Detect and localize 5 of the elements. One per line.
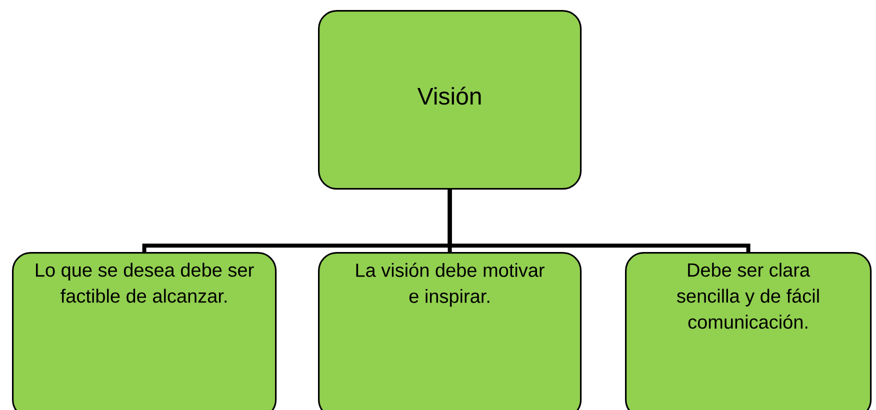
rounded-box: Lo que se desea debe ser factible de alcanzar. bbox=[12, 252, 277, 410]
rounded-box: Visión bbox=[318, 10, 582, 190]
rounded-box: Debe ser clara sencilla y de fácil comunicación. bbox=[625, 252, 872, 410]
connector bbox=[448, 190, 750, 252]
rounded-box: La visión debe motivar e inspirar. bbox=[318, 252, 582, 410]
